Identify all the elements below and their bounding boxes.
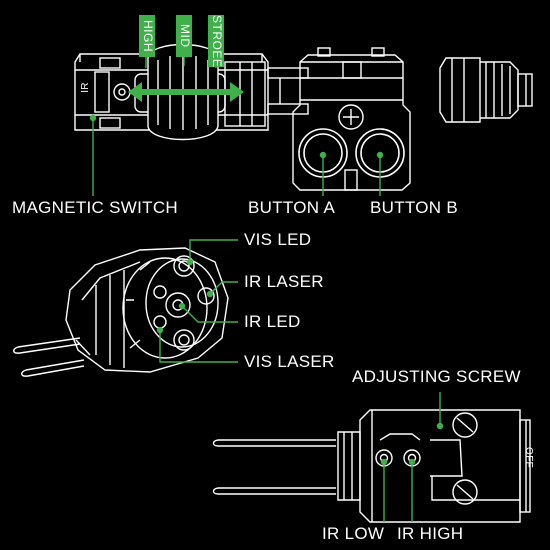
label-vis-led: VIS LED — [244, 230, 312, 249]
label-ir-laser: IR LASER — [244, 272, 324, 291]
label-vis-laser: VIS LASER — [244, 352, 335, 371]
label-button-a: BUTTON A — [248, 198, 336, 217]
adjusting-screws — [452, 412, 478, 505]
ir-marking: IR — [79, 82, 91, 93]
middle-label-leaders — [156, 239, 238, 363]
bottom-unit-body — [359, 409, 531, 523]
label-ir-high: IR HIGH — [397, 524, 464, 543]
laser-head-body — [65, 247, 229, 373]
label-ir-led: IR LED — [244, 312, 301, 331]
label-magnetic-switch: MAGNETIC SWITCH — [12, 198, 178, 217]
top-label-leaders — [89, 114, 384, 196]
label-button-b: BUTTON B — [370, 198, 459, 217]
bottom-cables — [212, 431, 361, 501]
mode-arrow — [128, 82, 244, 102]
off-marking: OFF — [522, 447, 534, 468]
laser-head-cables — [13, 337, 85, 377]
label-adjusting-screw: ADJUSTING SCREW — [352, 367, 521, 386]
bottom-label-leaders — [380, 392, 444, 522]
mode-tab-mid: MID — [176, 15, 192, 57]
label-ir-low: IR LOW — [322, 524, 385, 543]
end-cap — [439, 57, 533, 123]
emitter-ports — [153, 255, 215, 351]
mode-tab-high: HIGH — [139, 15, 155, 57]
button-housing — [292, 47, 411, 191]
mode-tab-strobe: STROEE — [208, 15, 224, 68]
